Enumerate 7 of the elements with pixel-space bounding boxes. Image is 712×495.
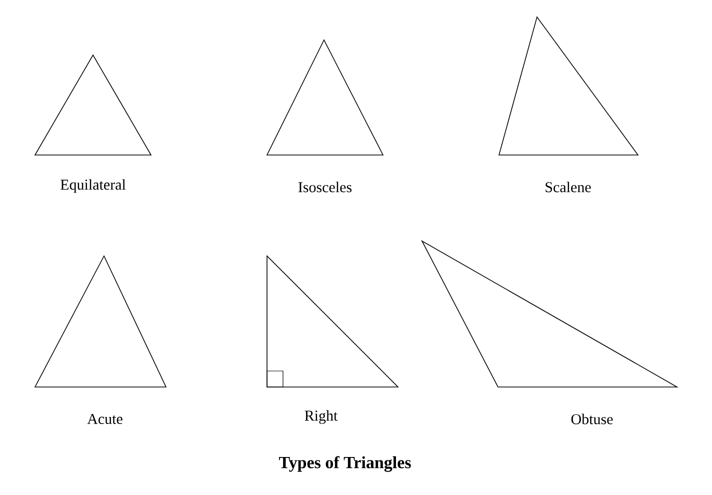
node-label: Isosceles xyxy=(298,182,352,192)
node-label: Equilateral xyxy=(60,179,126,193)
node-label: Acute xyxy=(87,414,122,424)
node-label: Obtuse xyxy=(571,414,613,424)
node-label: Right xyxy=(304,410,338,424)
node-label: Scalene xyxy=(546,182,591,192)
title: Types of Triangles xyxy=(279,456,411,472)
